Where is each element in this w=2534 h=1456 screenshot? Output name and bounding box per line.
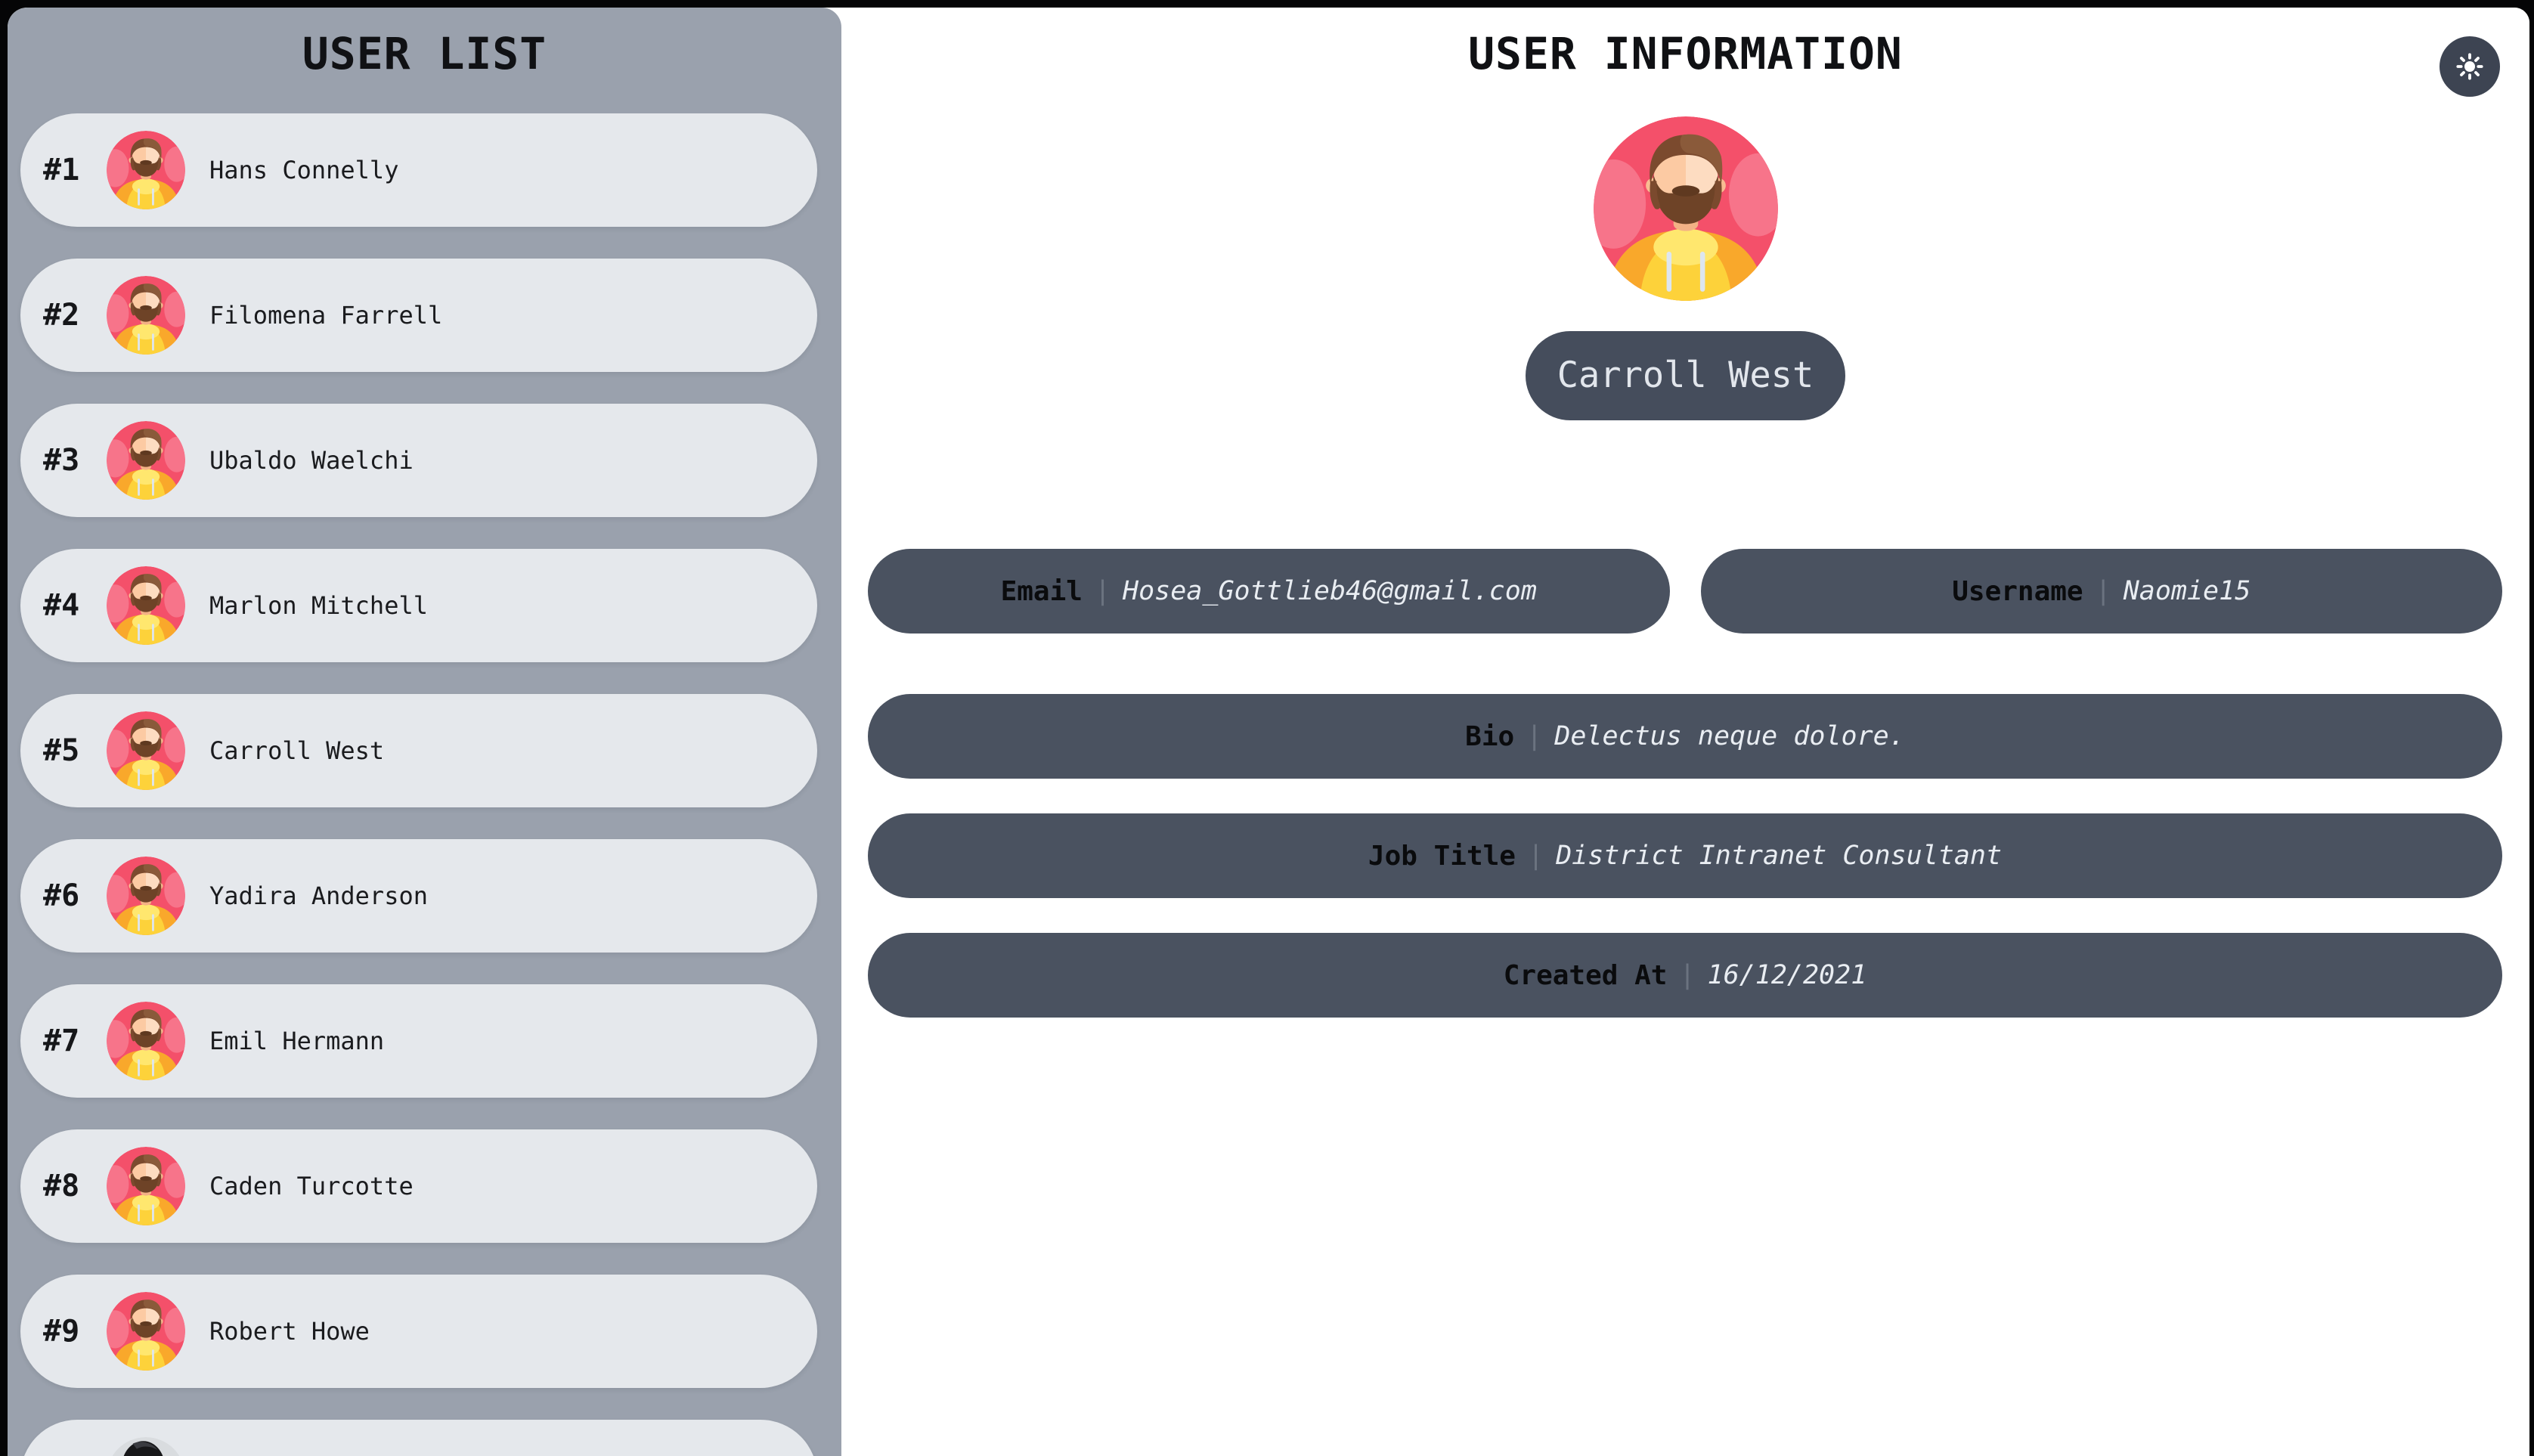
user-name: Caden Turcotte <box>209 1172 414 1200</box>
user-avatar <box>107 711 185 790</box>
field-value: Hosea_Gottlieb46@gmail.com <box>1123 576 1537 606</box>
field-label: Bio <box>1465 720 1515 752</box>
user-avatar <box>107 131 185 209</box>
user-rank: #9 <box>43 1314 80 1349</box>
user-name: Hans Connelly <box>209 156 399 184</box>
app-window: USER LIST #1 Hans Connelly #2 Filomena F… <box>8 8 2529 1456</box>
field-separator: | <box>1527 841 1544 871</box>
user-avatar <box>107 276 185 355</box>
user-avatar <box>107 421 185 500</box>
user-name: Robert Howe <box>209 1317 370 1346</box>
user-avatar <box>107 1147 185 1225</box>
user-rank: #7 <box>43 1024 80 1058</box>
user-rank: #2 <box>43 298 80 333</box>
profile-field: Bio | Delectus neque dolore. <box>868 694 2502 779</box>
profile-field: Job Title | District Intranet Consultant <box>868 813 2502 898</box>
user-information-title: USER INFORMATION <box>1468 28 1903 79</box>
user-avatar <box>107 1292 185 1371</box>
user-rank: #5 <box>43 733 80 768</box>
profile-name-badge: Carroll West <box>1525 331 1846 420</box>
profile-avatar <box>1594 116 1778 301</box>
user-list-item[interactable]: #3 Ubaldo Waelchi <box>20 404 817 517</box>
sun-icon <box>2455 51 2485 82</box>
theme-toggle-button[interactable] <box>2440 36 2500 97</box>
user-rank: #8 <box>43 1169 80 1204</box>
user-list-panel: USER LIST #1 Hans Connelly #2 Filomena F… <box>8 8 841 1456</box>
field-separator: | <box>2095 576 2111 606</box>
user-list-item[interactable] <box>20 1420 817 1456</box>
profile-field: Username | Naomie15 <box>1700 549 2502 634</box>
user-list[interactable]: #1 Hans Connelly #2 Filomena Farrell #3 … <box>8 113 841 1456</box>
field-separator: | <box>1679 960 1696 990</box>
profile-field: Created At | 16/12/2021 <box>868 933 2502 1018</box>
field-value: District Intranet Consultant <box>1556 841 2003 871</box>
field-value: Delectus neque dolore. <box>1554 721 1905 751</box>
field-label: Created At <box>1503 959 1668 991</box>
user-list-item[interactable]: #6 Yadira Anderson <box>20 839 817 953</box>
user-avatar <box>107 857 185 935</box>
user-list-item[interactable]: #2 Filomena Farrell <box>20 259 817 372</box>
user-name: Emil Hermann <box>209 1027 385 1055</box>
user-rank: #1 <box>43 153 80 187</box>
field-label: Email <box>1000 575 1083 607</box>
user-rank: #4 <box>43 588 80 623</box>
user-name: Filomena Farrell <box>209 301 443 330</box>
user-list-item[interactable]: #7 Emil Hermann <box>20 984 817 1098</box>
profile-fields: Email | Hosea_Gottlieb46@gmail.com Usern… <box>841 549 2529 1018</box>
user-rank: #3 <box>43 443 80 478</box>
user-list-item[interactable]: #9 Robert Howe <box>20 1275 817 1388</box>
user-list-item[interactable]: #1 Hans Connelly <box>20 113 817 227</box>
profile-field: Email | Hosea_Gottlieb46@gmail.com <box>868 549 1670 634</box>
field-value: 16/12/2021 <box>1707 960 1867 990</box>
field-separator: | <box>1526 721 1543 751</box>
user-list-item[interactable]: #8 Caden Turcotte <box>20 1129 817 1243</box>
field-separator: | <box>1094 576 1111 606</box>
user-name: Marlon Mitchell <box>209 591 428 620</box>
user-avatar <box>107 566 185 645</box>
field-value: Naomie15 <box>2123 576 2251 606</box>
user-name: Ubaldo Waelchi <box>209 446 414 475</box>
user-avatar <box>107 1002 185 1080</box>
profile-fields-row: Email | Hosea_Gottlieb46@gmail.com Usern… <box>868 549 2502 634</box>
field-label: Job Title <box>1368 840 1516 872</box>
user-information-panel: USER INFORMATION <box>841 8 2529 1456</box>
user-list-item[interactable]: #5 Carroll West <box>20 694 817 807</box>
field-label: Username <box>1952 575 2083 607</box>
user-avatar <box>107 1437 185 1456</box>
user-list-title: USER LIST <box>302 28 547 79</box>
user-rank: #6 <box>43 878 80 913</box>
user-name: Carroll West <box>209 736 385 765</box>
user-name: Yadira Anderson <box>209 881 428 910</box>
user-list-item[interactable]: #4 Marlon Mitchell <box>20 549 817 662</box>
